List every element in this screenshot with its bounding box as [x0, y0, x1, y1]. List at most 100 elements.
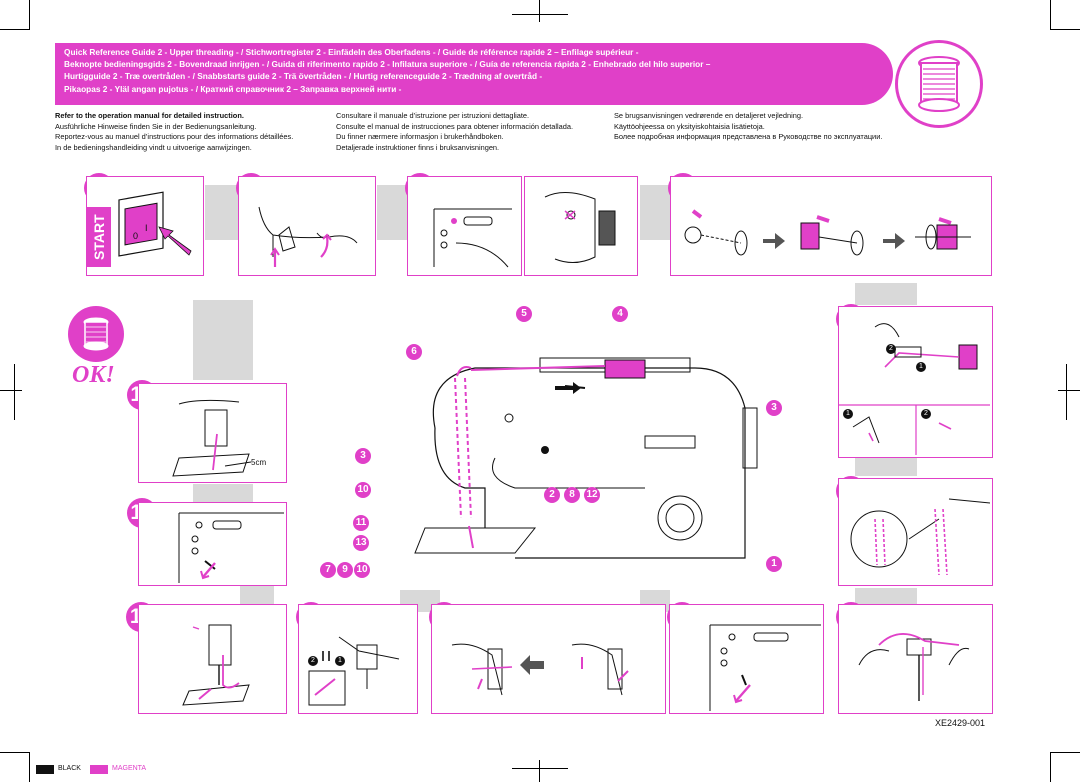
crop-mark: [539, 760, 540, 782]
crop-mark: [1050, 752, 1080, 753]
sewing-machine-diagram: [414, 357, 758, 559]
step-1-panel: START 0 I: [86, 176, 204, 276]
callout-3b: 3: [355, 448, 371, 464]
instruction-text: Более подробная информация представлена …: [614, 132, 883, 142]
step-8-panel: [669, 604, 824, 714]
step-connector: [205, 185, 240, 240]
step-connector: [377, 185, 407, 240]
step-connector: [640, 185, 670, 240]
instruction-text: Ausführliche Hinweise finden Sie in der …: [55, 121, 257, 131]
title-line: Quick Reference Guide 2 - Upper threadin…: [64, 47, 639, 57]
crop-mark: [29, 752, 30, 782]
step-7-panel: [838, 604, 993, 714]
substep-marker: 1: [916, 362, 926, 372]
step-12-panel: [138, 502, 287, 586]
instruction-text: In de bedieningshandleiding vindt u uitv…: [55, 142, 252, 152]
step-5-panel: 2 1 1 2: [838, 306, 993, 458]
step-connector: [855, 588, 917, 604]
callout-1: 1: [766, 556, 782, 572]
step-connector: [855, 458, 917, 476]
callout-10b: 10: [354, 562, 370, 578]
crop-mark: [512, 14, 568, 15]
callout-5: 5: [516, 306, 532, 322]
needle-bar-guide-illustration: [858, 633, 970, 701]
power-switch-illustration: 0 I: [118, 191, 192, 257]
thread-spool-icon: [918, 56, 960, 112]
instruction-text: Se brugsanvisningen vedrørende en detalj…: [614, 111, 803, 120]
title-line: Beknopte bedieningsgids 2 - Bovendraad i…: [64, 59, 711, 70]
step-6-panel: [838, 478, 993, 586]
crop-mark: [0, 752, 30, 753]
switch-on-mark: I: [145, 223, 148, 233]
crop-mark: [29, 0, 30, 30]
crop-mark: [1066, 364, 1067, 420]
crop-mark: [1050, 752, 1051, 782]
substep-marker: 2: [308, 656, 318, 666]
needle-position-illustration: [178, 512, 284, 583]
legend-black-label: BLACK: [58, 765, 81, 772]
ok-spool-badge: [68, 306, 124, 362]
step-9-panel: [431, 604, 666, 714]
spool-pin-illustration: [684, 209, 971, 256]
crop-mark: [512, 768, 568, 769]
instructions-col-3: Se brugsanvisningen vedrørende en detalj…: [614, 111, 882, 143]
title-banner: Quick Reference Guide 2 - Upper threadin…: [55, 43, 893, 105]
substep-marker: 1: [335, 656, 345, 666]
step-connector: [193, 300, 253, 380]
handwheel-illustration: [544, 192, 616, 263]
instruction-text: Consulte el manual de instrucciones para…: [336, 121, 574, 131]
instruction-text: Detaljerade instruktioner finns i bruksa…: [336, 142, 500, 152]
ok-label: OK!: [72, 362, 115, 388]
callout-9: 9: [337, 562, 353, 578]
callout-3a: 3: [766, 400, 782, 416]
needle-position-button-illustration: [433, 208, 512, 268]
take-up-lever-illustration: [850, 498, 991, 576]
step-4-panel: [670, 176, 992, 276]
step-3-panel-a: [407, 176, 522, 276]
crop-mark: [1058, 390, 1080, 391]
callout-12: 12: [584, 487, 600, 503]
threader-hook-illustration: [308, 636, 400, 706]
substep-marker: 2: [886, 344, 896, 354]
callout-7: 7: [320, 562, 336, 578]
needle-threading-illustration: [451, 643, 629, 696]
step-10-panel: 2 1: [298, 604, 418, 714]
instruction-text: Käyttöohjeessa on yksityiskohtaisia lisä…: [614, 121, 765, 131]
needle-threader-lever-illustration: [709, 624, 821, 711]
instruction-text: Refer to the operation manual for detail…: [55, 111, 244, 120]
thread-spool-icon: [83, 317, 109, 351]
instruction-text: Du finner nærmere informasjon i brukerhå…: [336, 132, 504, 142]
switch-off-mark: 0: [133, 231, 138, 241]
step-connector: [855, 283, 917, 305]
thread-guide-illustration: [839, 323, 990, 455]
substep-marker: 2: [921, 409, 931, 419]
distance-label: 5cm: [251, 458, 267, 467]
crop-mark: [1050, 29, 1080, 30]
callout-8: 8: [564, 487, 580, 503]
title-line: Pikaopas 2 - Yläl angan pujotus - / Крат…: [64, 83, 402, 94]
legend-black-swatch: [36, 765, 54, 774]
crop-mark: [0, 29, 30, 30]
title-line: Hurtigguide 2 - Træ overtråden - / Snabb…: [64, 71, 543, 82]
instruction-text: Reportez-vous au manuel d’instructions p…: [55, 132, 294, 142]
presser-foot-thread-illustration: [172, 399, 252, 477]
callout-6: 6: [406, 344, 422, 360]
start-label: START: [87, 207, 111, 267]
pull-thread-illustration: [182, 624, 250, 706]
legend-magenta-swatch: [90, 765, 108, 774]
substep-marker: 1: [843, 409, 853, 419]
callout-2: 2: [544, 487, 560, 503]
callout-10: 10: [355, 482, 371, 498]
instruction-text: Consultare il manuale d’istruzione per i…: [336, 111, 530, 120]
step-3-panel-b: [524, 176, 638, 276]
step-connector: [193, 484, 253, 502]
instructions-col-2: Consultare il manuale d’istruzione per i…: [336, 111, 573, 153]
crop-mark: [0, 390, 22, 391]
instructions-col-1: Refer to the operation manual for detail…: [55, 111, 293, 153]
step-13-panel: 5cm: [138, 383, 287, 483]
crop-mark: [539, 0, 540, 22]
step-2-panel: [238, 176, 376, 276]
document-code: XE2429-001: [935, 718, 986, 728]
presser-foot-lever-illustration: [258, 206, 358, 267]
spool-badge: [895, 40, 983, 128]
